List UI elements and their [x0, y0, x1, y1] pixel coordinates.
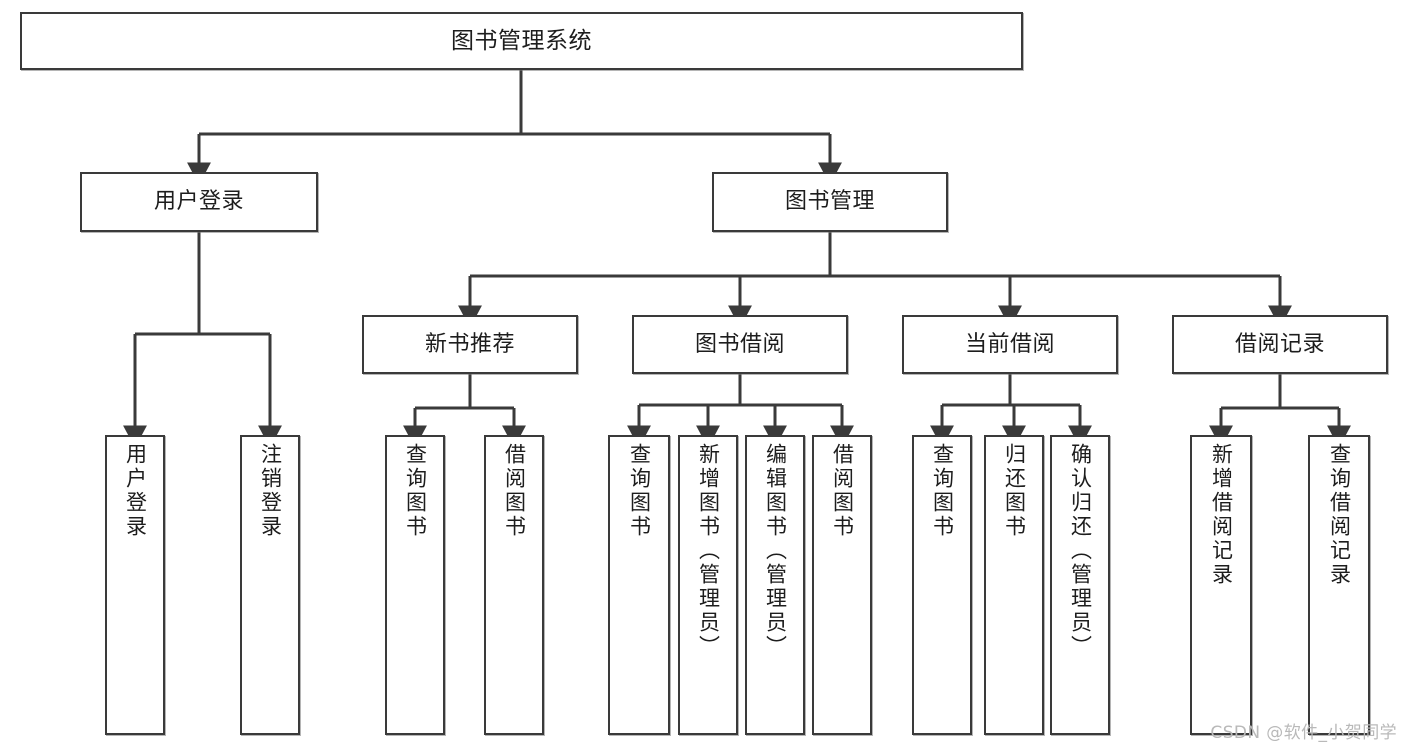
edge-borrowrecord-to-leaves [1209, 374, 1351, 448]
node-leaf-user-login[interactable]: 用户登录 [105, 435, 165, 735]
node-new-book-rec[interactable]: 新书推荐 [362, 315, 578, 374]
node-leaf-query-book-1[interactable]: 查询图书 [385, 435, 445, 735]
node-leaf-return-book[interactable]: 归还图书 [984, 435, 1044, 735]
edge-bookmanage-to-level3 [458, 232, 1292, 328]
edge-newbook-to-leaves [403, 374, 526, 448]
node-label: 新增借阅记录 [1209, 443, 1234, 587]
node-label: 借阅图书 [830, 443, 855, 539]
node-leaf-confirm-return[interactable]: 确认归还（管理员） [1050, 435, 1110, 735]
node-label: 图书借阅 [694, 331, 785, 357]
watermark-text: CSDN @软件_小贺同学 [1210, 723, 1397, 743]
node-label: 当前借阅 [964, 331, 1055, 357]
node-book-borrow[interactable]: 图书借阅 [632, 315, 848, 374]
node-label: 图书管理系统 [451, 27, 592, 54]
edge-root-to-level2 [187, 70, 842, 185]
node-label: 编辑图书（管理员） [763, 443, 788, 659]
node-label: 查询图书 [403, 443, 428, 539]
node-label: 新书推荐 [424, 331, 515, 357]
node-leaf-query-book-2[interactable]: 查询图书 [608, 435, 670, 735]
node-user-login[interactable]: 用户登录 [80, 172, 318, 232]
node-label: 查询借阅记录 [1327, 443, 1352, 587]
node-book-manage[interactable]: 图书管理 [712, 172, 948, 232]
node-label: 归还图书 [1002, 443, 1027, 539]
node-leaf-user-logout[interactable]: 注销登录 [240, 435, 300, 735]
node-leaf-add-book[interactable]: 新增图书（管理员） [678, 435, 738, 735]
node-leaf-borrow-book-2[interactable]: 借阅图书 [812, 435, 872, 735]
node-label: 借阅图书 [502, 443, 527, 539]
node-borrow-record[interactable]: 借阅记录 [1172, 315, 1388, 374]
node-leaf-edit-book[interactable]: 编辑图书（管理员） [745, 435, 805, 735]
edge-currentborrow-to-leaves [930, 374, 1092, 448]
node-label: 新增图书（管理员） [696, 443, 721, 659]
node-label: 确认归还（管理员） [1068, 443, 1093, 659]
node-root-system[interactable]: 图书管理系统 [20, 12, 1023, 70]
edge-bookborrow-to-leaves [627, 374, 854, 448]
node-label: 用户登录 [123, 443, 148, 539]
edge-userlogin-to-leaves [123, 232, 282, 448]
node-current-borrow[interactable]: 当前借阅 [902, 315, 1118, 374]
node-label: 注销登录 [258, 443, 283, 539]
node-label: 用户登录 [153, 189, 244, 215]
node-label: 借阅记录 [1234, 331, 1325, 357]
node-label: 查询图书 [627, 443, 652, 539]
node-label: 图书管理 [784, 189, 875, 215]
node-leaf-borrow-book-1[interactable]: 借阅图书 [484, 435, 544, 735]
node-leaf-add-record[interactable]: 新增借阅记录 [1190, 435, 1252, 735]
node-leaf-query-record[interactable]: 查询借阅记录 [1308, 435, 1370, 735]
node-leaf-query-book-3[interactable]: 查询图书 [912, 435, 972, 735]
node-label: 查询图书 [930, 443, 955, 539]
